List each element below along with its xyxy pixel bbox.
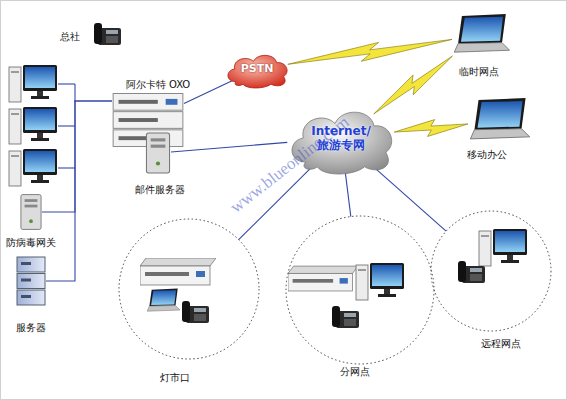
site-circle: 远程网点 — [430, 210, 552, 332]
device-node: 阿尔卡特 OXO — [112, 93, 184, 148]
mail-server-icon — [146, 133, 169, 173]
node-label: 防病毒网关 — [6, 237, 56, 249]
pc-wire — [58, 125, 75, 126]
hq-phone — [94, 23, 121, 45]
group-label: 总社 — [60, 31, 80, 43]
phone-icon — [332, 306, 359, 328]
pc-wire — [58, 83, 75, 84]
pc-icon — [9, 149, 57, 186]
cloud-label: PSTN — [241, 62, 274, 75]
branch-pbx-icon — [140, 258, 216, 285]
device-node: 防病毒网关 — [20, 192, 42, 232]
wireless-link — [288, 39, 452, 64]
node-label: 服务器 — [16, 322, 46, 334]
pc-icon — [356, 263, 404, 300]
node-label: 阿尔卡特 OXO — [126, 79, 191, 91]
dotted-boundary — [431, 211, 551, 331]
pc-icon — [479, 229, 527, 266]
site-circle: 灯市口 — [118, 218, 260, 360]
node-label: 移动办公 — [467, 149, 507, 161]
wireless-link — [374, 56, 453, 114]
branch-pbx-icon — [288, 266, 358, 291]
node-label: 远程网点 — [481, 338, 521, 350]
cloud-outline — [228, 55, 287, 88]
pc-wire — [58, 167, 75, 168]
laptop-icon — [470, 98, 529, 139]
device-node: 服务器 — [16, 256, 46, 306]
device-node: 邮件服务器 — [145, 132, 171, 174]
node-label: 分网点 — [340, 366, 370, 378]
phone-icon — [182, 301, 209, 323]
dotted-boundary — [119, 219, 259, 359]
device-node: 移动办公 — [468, 98, 530, 143]
phone-icon — [458, 261, 485, 283]
network-link — [370, 164, 446, 232]
network-link — [171, 142, 287, 152]
watermark: www.blueonline.com — [226, 112, 353, 218]
device-node: 临时网点 — [452, 14, 510, 56]
node-label: 临时网点 — [459, 66, 499, 78]
circle-shape — [285, 215, 435, 365]
dotted-boundary — [286, 216, 434, 364]
laptop-icon — [147, 289, 180, 312]
pc-icon — [9, 107, 57, 144]
site-circle: 分网点 — [285, 215, 435, 365]
node-label: 灯市口 — [160, 372, 190, 384]
bus-wire — [74, 84, 75, 102]
node-label: 邮件服务器 — [135, 184, 185, 196]
circle-shape — [118, 218, 260, 360]
wireless-link — [394, 120, 468, 137]
laptop-icon — [454, 14, 509, 52]
pc-icon — [9, 65, 57, 102]
server-rack-icon — [17, 257, 45, 305]
network-cloud: PSTN — [222, 50, 292, 88]
gateway-icon — [21, 195, 41, 230]
circle-shape — [430, 210, 552, 332]
network-link — [184, 80, 234, 103]
network-link — [345, 168, 351, 216]
